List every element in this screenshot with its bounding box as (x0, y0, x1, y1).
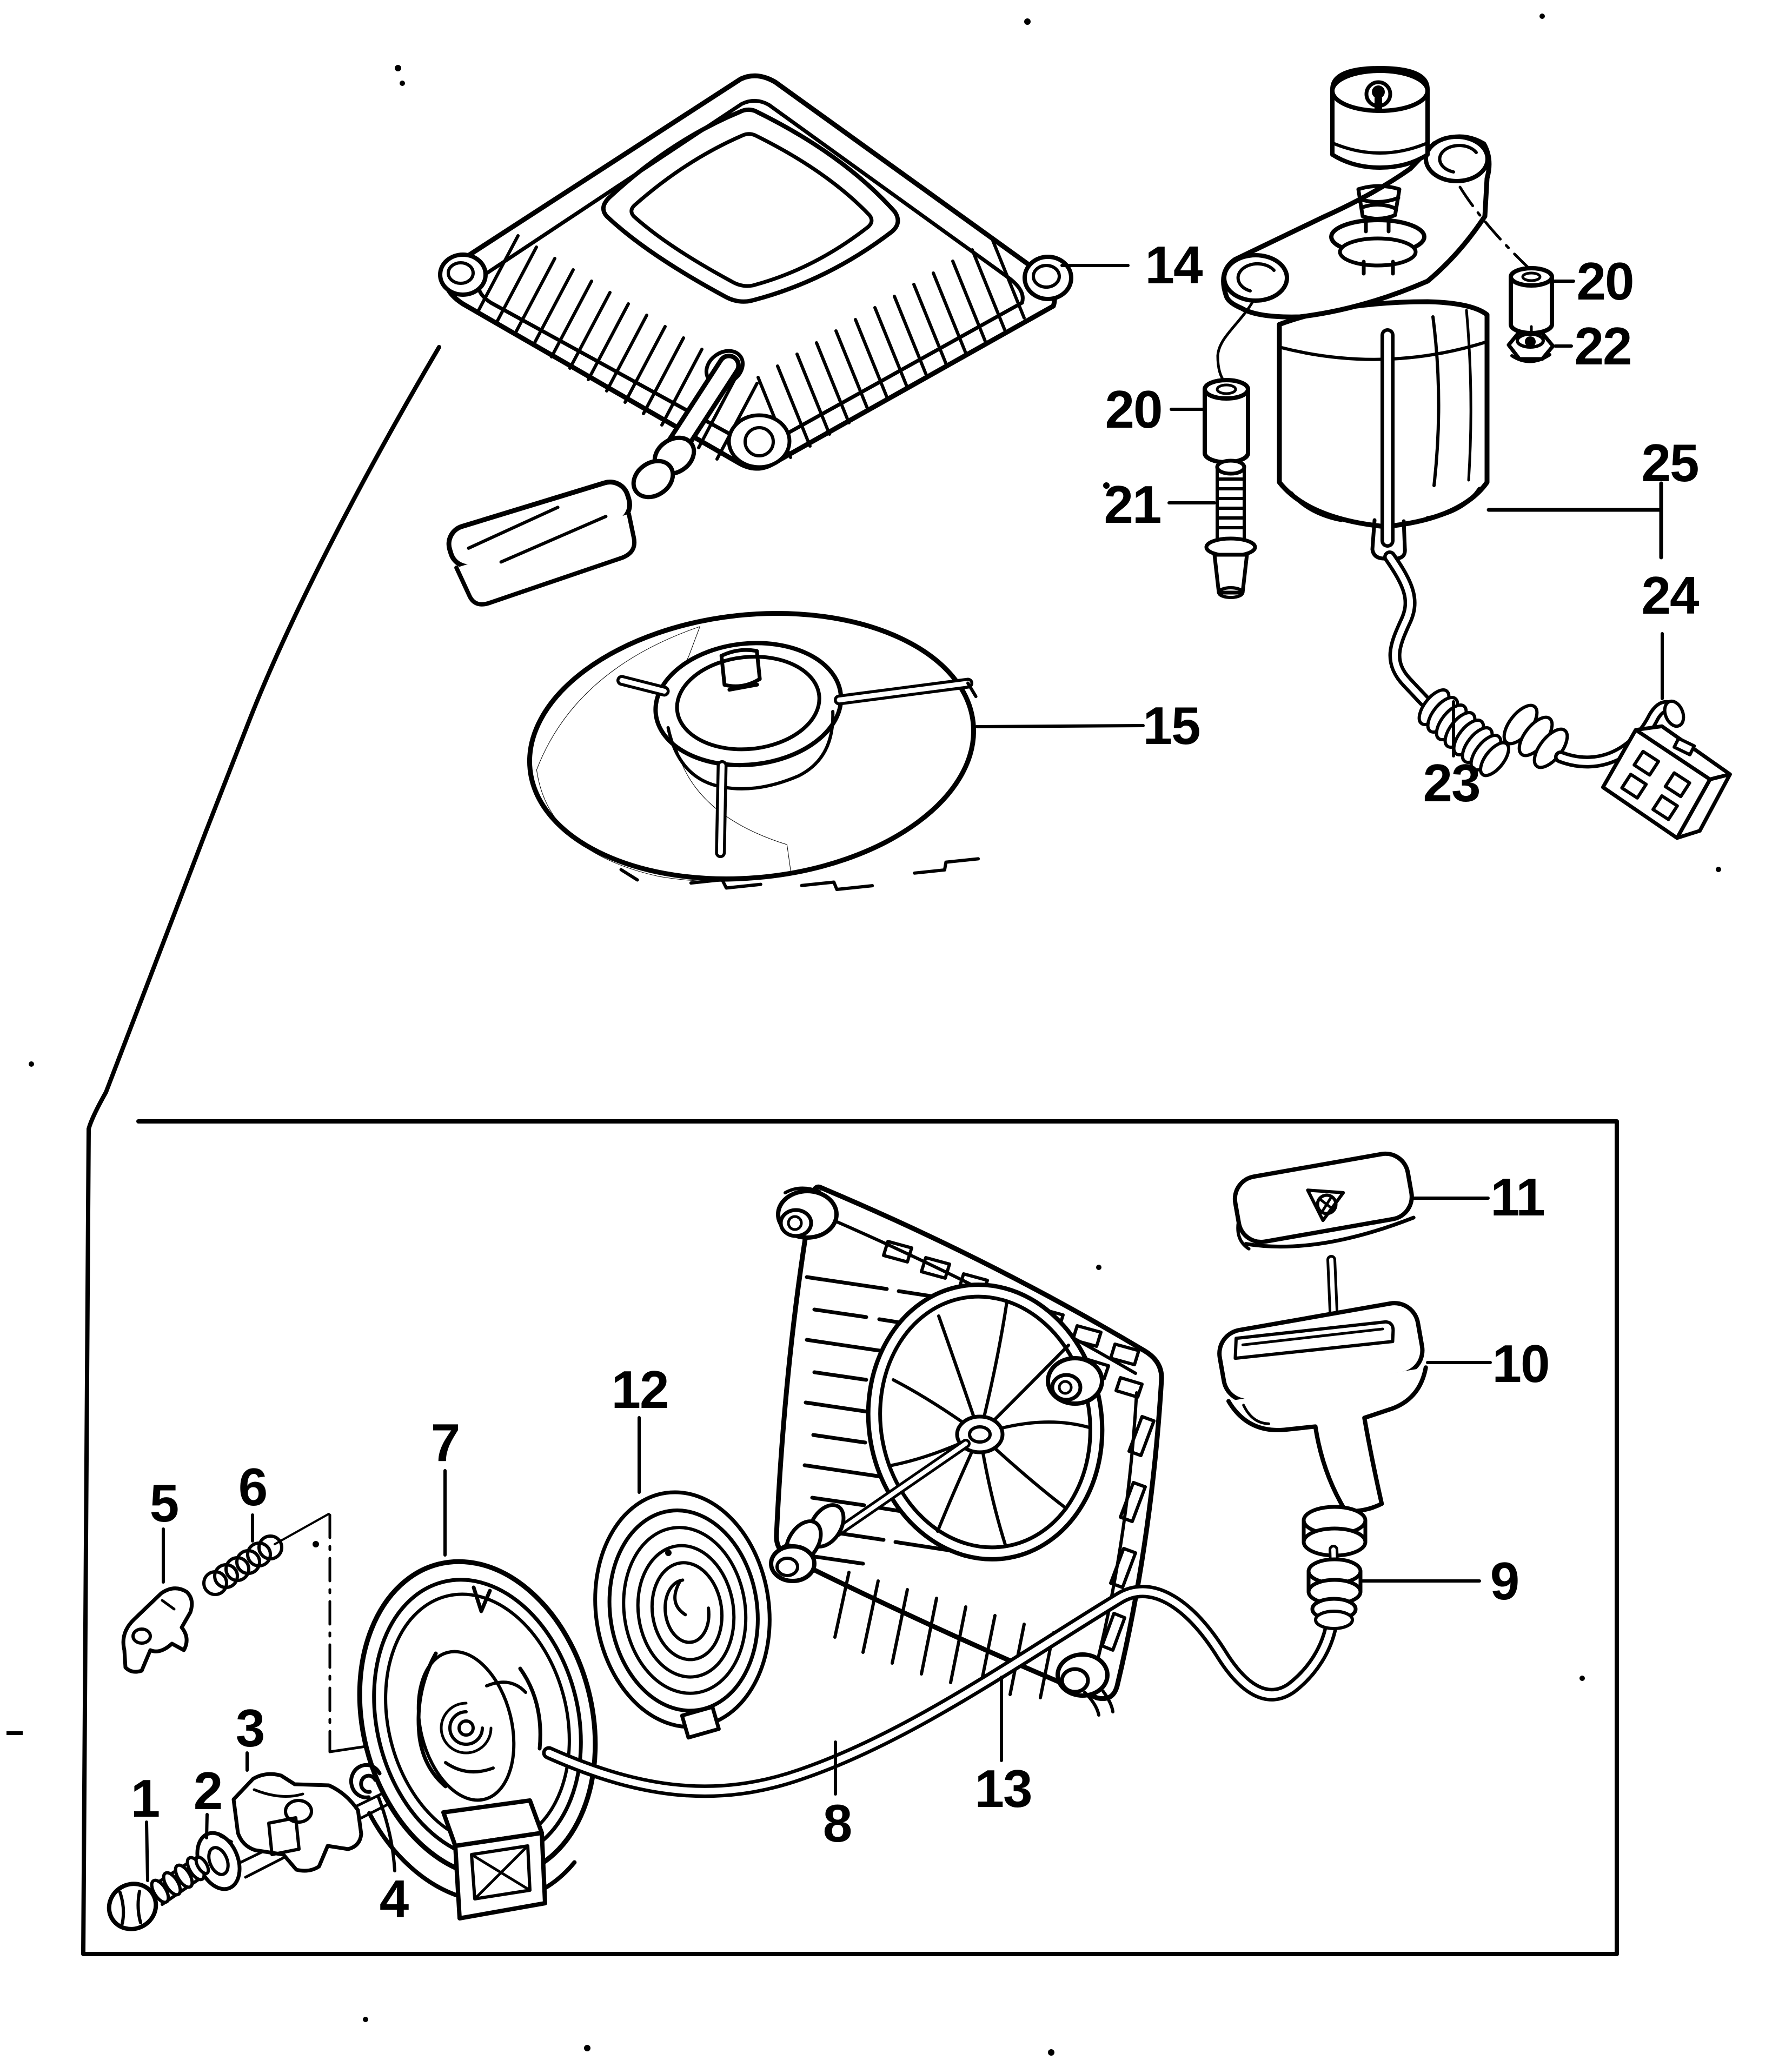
cup-rope-box (441, 1798, 547, 1921)
disc-rim-notches (619, 857, 980, 891)
handle-grip-10 (1217, 1301, 1428, 1558)
disc-hub-inner (675, 655, 821, 752)
motor-bottom-dome (1289, 487, 1482, 522)
housing-boss-bottom-right (1056, 1652, 1114, 1717)
flange-ear-left (1222, 253, 1289, 303)
cover-recess-outer (601, 107, 900, 304)
flange-ear-right (1424, 135, 1490, 183)
rope-grommets-9 (1306, 1545, 1363, 1630)
part-label-21: 21 (1104, 475, 1160, 534)
part-label-6: 6 (238, 1457, 267, 1517)
cable-spiral-wrap (1417, 688, 1510, 778)
cable-boot (1502, 703, 1569, 769)
part-label-4: 4 (380, 1869, 409, 1929)
nut-22 (1506, 331, 1555, 363)
handle-cap-11 (1232, 1151, 1416, 1251)
part-label-11: 11 (1490, 1167, 1544, 1227)
part-label-25: 25 (1641, 433, 1698, 493)
right-mount-dash-leader (1458, 185, 1536, 275)
part-label-13: 13 (974, 1759, 1031, 1818)
box-border (81, 1119, 1619, 1956)
starter-pulley-disc (527, 611, 980, 891)
motor-shaft (1364, 215, 1391, 234)
fan-housing-13 (769, 1184, 1164, 1717)
pawl-3 (231, 1772, 363, 1873)
cover-ear-bottom (727, 413, 792, 469)
connector-24 (1601, 724, 1732, 840)
housing-boss-right (1046, 1356, 1104, 1406)
part-label-1: 1 (131, 1769, 160, 1828)
disc-hub-depth (666, 709, 835, 790)
motor-front-line (1431, 315, 1441, 487)
spring-axis-link (274, 1513, 330, 1545)
pawl-5 (121, 1586, 194, 1674)
starter-rope-8 (542, 1585, 1337, 1798)
paper-specks (6, 14, 1721, 2056)
leader-15 (975, 724, 1145, 728)
callout-labels: 1 2 3 4 5 6 7 8 9 10 11 12 13 14 15 20 2… (131, 235, 1700, 1929)
part-label-20-right: 20 (1576, 251, 1633, 311)
part-label-12: 12 (611, 1360, 668, 1419)
spring-6 (202, 1534, 283, 1596)
part-label-7: 7 (431, 1413, 460, 1472)
starter-cable-assembly (1383, 550, 1732, 840)
leader-lines (145, 264, 1664, 1882)
spiral-spring-12 (593, 1490, 772, 1740)
part-label-5: 5 (150, 1473, 178, 1533)
part-label-8: 8 (823, 1793, 852, 1853)
part-label-14: 14 (1145, 235, 1203, 295)
housing-right-vents (1100, 1415, 1156, 1652)
cup-notch (472, 1585, 492, 1613)
bolt-21 (1204, 458, 1257, 599)
cover-pull-handle (446, 480, 636, 607)
shaft-collar-2 (631, 458, 675, 500)
housing-boss-bottom-left (769, 1544, 817, 1583)
cup-interior (416, 1650, 542, 1802)
part-label-15: 15 (1143, 696, 1199, 755)
part-label-24: 24 (1641, 566, 1699, 625)
housing-right-inner (1094, 1391, 1138, 1670)
mount-spacer-left (1203, 378, 1250, 464)
mount-spacer-right (1509, 266, 1554, 335)
cable-end-loop (1663, 699, 1685, 728)
leader-1 (145, 1820, 149, 1882)
part-label-23: 23 (1423, 753, 1479, 813)
motor-boss-lower (1338, 236, 1418, 268)
cover-recess-inner (629, 132, 874, 288)
motor-bendix-coil (1356, 184, 1402, 221)
leader-4 (377, 1796, 396, 1872)
recoil-case-7 (357, 1559, 598, 1921)
part-label-22: 22 (1574, 316, 1631, 376)
part-label-2: 2 (194, 1761, 222, 1820)
housing-left-vents (801, 1275, 971, 1566)
cover-ear-right (1023, 255, 1073, 301)
part-label-10: 10 (1492, 1334, 1549, 1393)
sweep-curve (87, 345, 441, 1131)
housing-boss-top-left (776, 1186, 839, 1240)
left-mount-link (1216, 299, 1255, 384)
leader-25-bracket (1486, 481, 1663, 560)
disc-key-tab (719, 648, 762, 692)
part-label-20-left: 20 (1105, 380, 1162, 439)
cover-vents-left (476, 234, 759, 461)
part-label-9: 9 (1490, 1551, 1519, 1611)
clip-4 (349, 1763, 382, 1799)
recoil-starter-cover (438, 73, 1073, 607)
part-label-3: 3 (236, 1698, 264, 1758)
bolt-1 (107, 1855, 210, 1931)
parts-box (81, 345, 1619, 1956)
electric-starter-motor (1203, 66, 1732, 840)
